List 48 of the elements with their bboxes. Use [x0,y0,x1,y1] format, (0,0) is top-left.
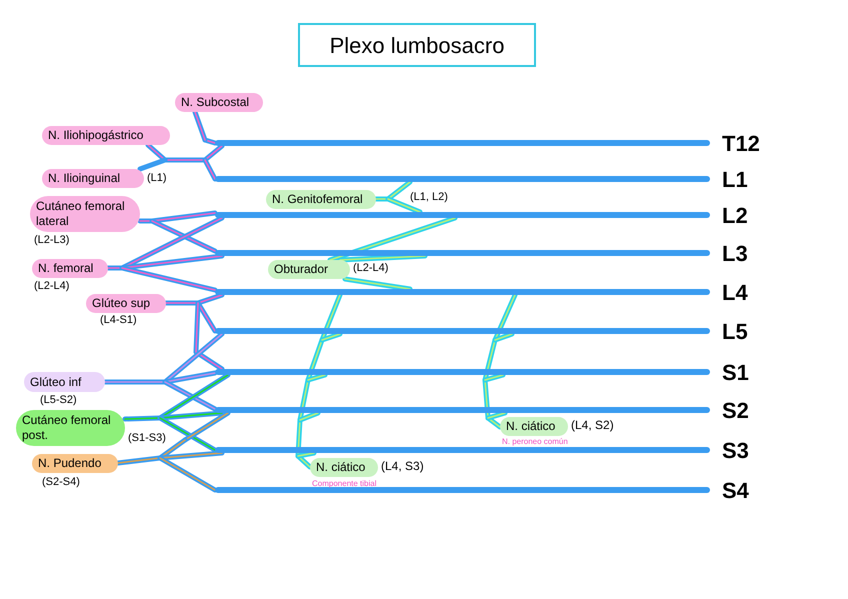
nerve-note: N. peroneo común [502,436,568,448]
nerve-label: N. Pudendo [38,456,102,471]
segment-label: (L4-S1) [100,314,137,326]
nerve-label: Glúteo inf [30,374,82,390]
segment-label: (L4, S3) [381,460,424,472]
nerve-root-bar [215,328,710,334]
segment-label: (L2-L4) [353,262,388,274]
root-label: L2 [722,205,748,227]
root-label: S4 [722,480,749,502]
nerve-label: N. Genitofemoral [272,192,364,207]
root-label: S2 [722,400,749,422]
segment-label: (L2-L3) [34,234,70,246]
nerve-root-bar [215,212,710,218]
nerve-label: Cutáneo femoral post. [22,413,112,443]
segment-label: (S2-S4) [42,476,80,488]
nerve-root-bar [215,176,710,182]
nerve-root-bar [215,407,710,413]
root-label: L3 [722,243,748,265]
nerve-label: N. Subcostal [181,95,250,110]
segment-label: (S1-S3) [128,432,166,444]
nerve-label: N. Ilioinguinal [48,171,122,186]
root-label: L5 [722,321,748,343]
nerve-label: Glúteo sup [92,296,152,311]
segment-label: (L1, L2) [410,191,448,204]
title-box: Plexo lumbosacro [298,23,536,67]
root-label: L1 [722,169,748,191]
nerve-label: Cutáneo femoral lateral [36,199,126,229]
nerve-root-bar [215,369,710,375]
root-label: L4 [722,282,748,304]
root-label: S1 [722,362,749,384]
segment-label: (L5-S2) [40,394,77,406]
segment-label: (L2-L4) [34,280,70,292]
nerve-label: Obturador [274,262,330,277]
segment-label: (L1) [147,172,167,184]
nerve-root-bar [215,250,710,256]
nerve-note: Componente tibial [312,478,376,490]
nerve-root-bar [215,487,710,493]
segment-label: (L4, S2) [571,419,614,431]
nerve-branch-line [138,158,168,172]
root-label: S3 [722,440,749,462]
root-label: T12 [722,133,760,155]
nerve-label: N. ciático [316,460,366,475]
nerve-root-bar [215,140,710,146]
nerve-root-bar [215,447,710,453]
nerve-label: N. ciático [506,419,556,434]
nerve-root-bar [215,289,710,295]
nerve-label: N. Iliohipogástrico [48,128,144,143]
nerve-label: N. femoral [38,261,94,276]
